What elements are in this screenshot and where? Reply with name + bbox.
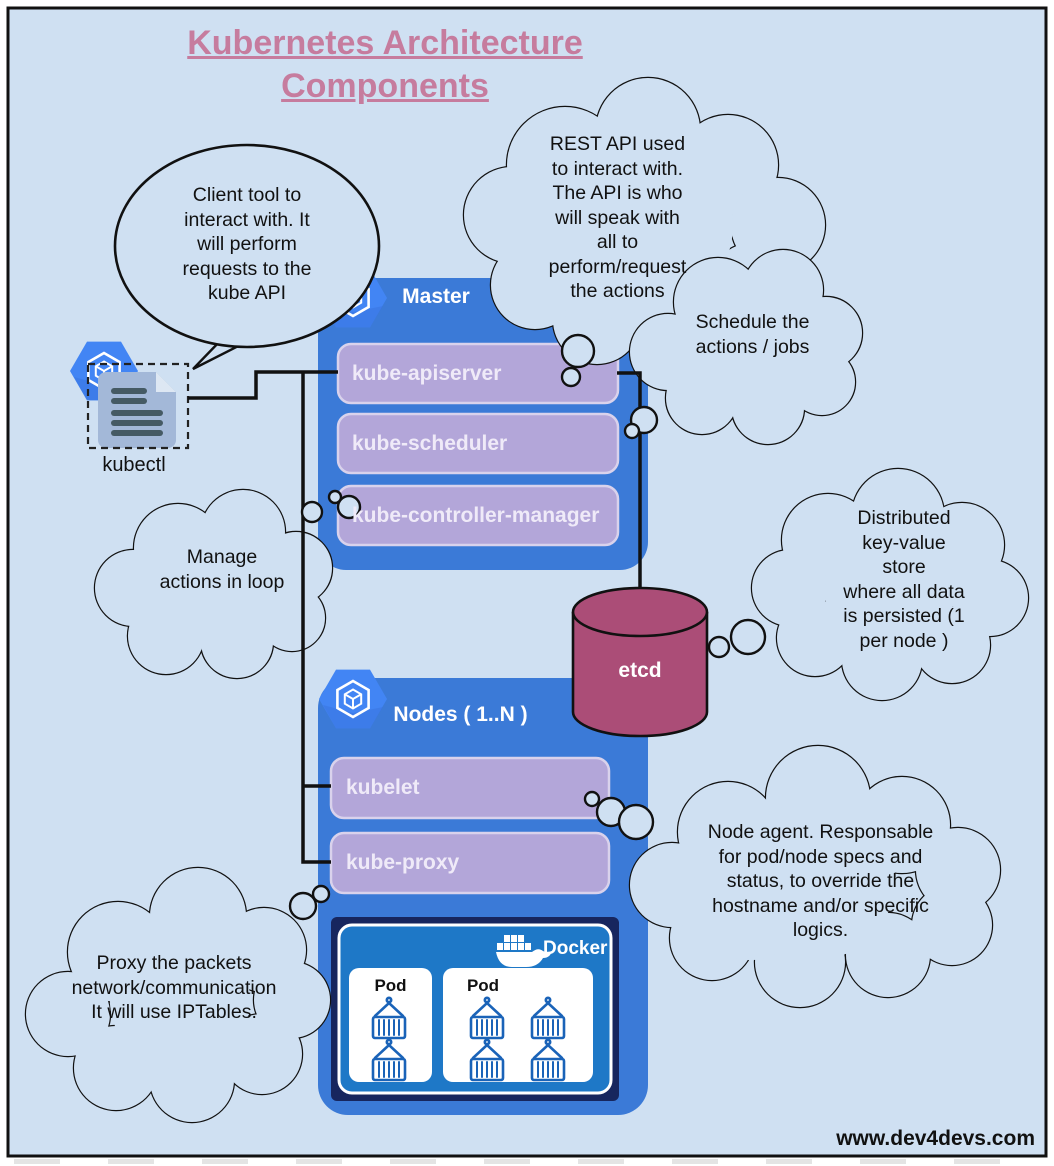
callout-etcd-store: Distributed key-value store where all da… bbox=[843, 507, 965, 652]
kubectl-icon-group bbox=[68, 340, 190, 450]
component-kube-scheduler: kube-scheduler bbox=[352, 432, 508, 455]
kubectl-label: kubectl bbox=[102, 454, 166, 476]
pod-2-label: Pod bbox=[466, 976, 500, 995]
docker-label: Docker bbox=[543, 938, 608, 959]
node-component-shapes bbox=[329, 756, 611, 895]
connector-lines bbox=[188, 370, 642, 864]
rest-api-cloud bbox=[462, 76, 827, 366]
callout-manage: Manage actions in loop bbox=[159, 546, 285, 593]
kubectl-selection-box bbox=[86, 362, 190, 450]
kube-proxy-cloud bbox=[24, 866, 332, 1124]
bottom-strip bbox=[14, 1159, 1040, 1164]
etcd-database-cylinder bbox=[571, 586, 709, 738]
callout-rest-api: REST API used to interact with. The API … bbox=[548, 133, 687, 303]
client-tool-speech-bubble bbox=[113, 143, 381, 371]
component-kube-controller-manager: kube-controller-manager bbox=[352, 504, 600, 527]
nodes-label: Nodes ( 1..N ) bbox=[393, 703, 528, 726]
callout-client-tool: Client tool to interact with. It will pe… bbox=[182, 184, 312, 305]
pod-box-1 bbox=[349, 968, 432, 1082]
docker-panel bbox=[331, 917, 619, 1101]
thought-bubbles bbox=[288, 333, 767, 921]
schedule-cloud bbox=[628, 248, 864, 446]
master-label: Master bbox=[402, 285, 470, 308]
page-title: Kubernetes Architecture Components bbox=[187, 24, 583, 105]
master-component-shapes bbox=[336, 342, 620, 547]
manage-cloud bbox=[93, 488, 334, 680]
pod-1-label: Pod bbox=[374, 976, 407, 995]
etcd-label: etcd bbox=[618, 659, 662, 682]
component-kube-apiserver: kube-apiserver bbox=[352, 362, 502, 385]
etcd-store-cloud bbox=[750, 467, 1030, 702]
callout-schedule: Schedule the actions / jobs bbox=[695, 311, 810, 358]
kubelet-agent-cloud bbox=[628, 744, 1002, 1009]
callout-kube-proxy: Proxy the packets network/communication … bbox=[71, 952, 277, 1024]
component-kube-proxy: kube-proxy bbox=[346, 851, 460, 874]
docker-whale-icon bbox=[496, 935, 552, 967]
component-kubelet: kubelet bbox=[346, 776, 420, 799]
website-footer: www.dev4devs.com bbox=[836, 1127, 1035, 1150]
callout-kubelet-agent: Node agent. Responsable for pod/node spe… bbox=[707, 821, 934, 942]
